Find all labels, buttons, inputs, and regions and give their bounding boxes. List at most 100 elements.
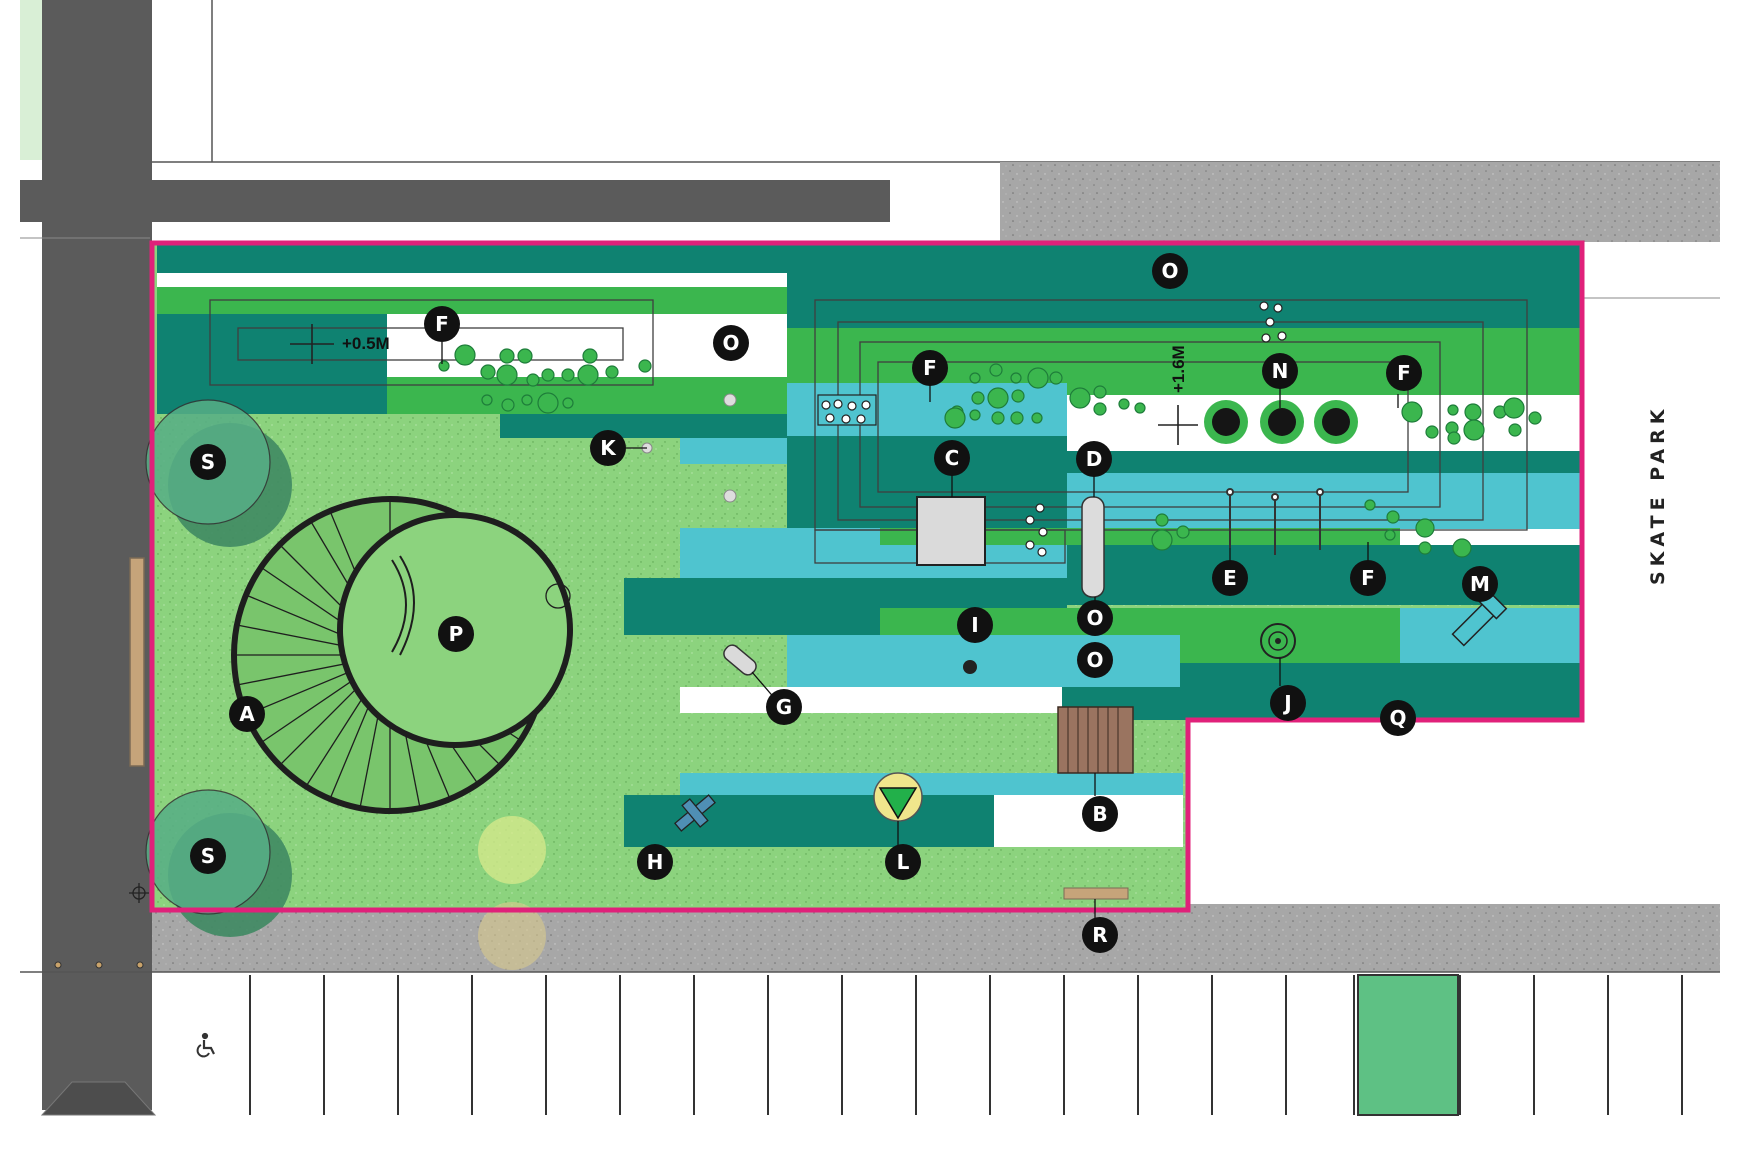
road-vertical [42,0,152,1110]
elevation-marker-low [290,324,334,364]
callout-s-south: S [190,838,226,874]
svg-text:M: M [1470,572,1490,596]
elevation-marker-high [1158,405,1198,445]
swing-l-icon [873,772,923,822]
small-trees-row [1204,400,1358,444]
band-dark-teal-mid-2 [1067,451,1582,473]
svg-text:D: D [1086,447,1103,471]
callout-e: E [1212,560,1248,596]
callout-s-north: S [190,444,226,480]
callout-b: B [1082,796,1118,832]
surroundings: SKATE PARK [20,0,1720,1116]
svg-text:C: C [945,446,960,470]
svg-text:J: J [1282,691,1291,715]
svg-text:F: F [923,356,937,380]
sidewalk-south [152,904,1720,972]
band-green-ne-2 [1067,383,1582,395]
callout-o-teal: O [1077,642,1113,678]
park-site: +0.5M +1.6M [145,240,1585,970]
svg-text:K: K [600,436,617,460]
svg-text:I: I [971,613,978,637]
callout-a: A [229,696,265,732]
shrub-cluster-east [1401,397,1542,445]
spring-rider-g-icon [723,644,757,676]
slide-d [1081,496,1105,598]
band-light-teal-s [680,773,1183,795]
svg-text:Q: Q [1389,706,1406,730]
callouts: O F O F N F K S C D E F M O I O P A G J … [190,253,1498,953]
callout-k: K [590,430,626,466]
svg-text:B: B [1092,802,1107,826]
shrub-cluster-ne [944,363,1146,429]
svg-text:R: R [1092,923,1107,947]
seesaw-h-icon [674,794,716,832]
rock-cluster-icon [817,301,1287,557]
svg-text:L: L [897,850,910,874]
band-dark-teal-j [1180,663,1582,720]
spinner-j-icon [1260,623,1296,659]
lamp-icon [129,883,149,903]
svg-text:F: F [1361,566,1375,590]
shrub-cluster-nw [438,344,652,414]
svg-text:E: E [1223,566,1237,590]
svg-text:G: G [776,695,792,719]
callout-g: G [766,689,802,725]
svg-text:A: A [239,702,255,726]
feature-i-icon [963,660,977,674]
callout-h: H [637,844,673,880]
svg-text:H: H [647,850,664,874]
svg-text:O: O [1086,648,1103,672]
band-dark-teal-top [157,243,1582,273]
svg-text:F: F [1397,361,1411,385]
callout-o-top: O [1152,253,1188,289]
bollard-icons [54,961,144,969]
callout-n: N [1262,353,1298,389]
svg-text:S: S [201,450,215,474]
callout-r: R [1082,917,1118,953]
svg-text:N: N [1272,359,1289,383]
band-light-teal-i [787,635,1180,687]
band-light-teal-k [680,438,787,464]
svg-text:O: O [1086,606,1103,630]
svg-text:S: S [201,844,215,868]
parking-lot [249,975,1683,1115]
svg-text:F: F [435,312,449,336]
callout-f-mid: F [912,350,948,386]
band-white-top [157,273,787,287]
callout-f-south: F [1350,560,1386,596]
bench-r [1063,887,1129,900]
band-white-mid [1400,529,1582,545]
parking-green-stall [1357,974,1459,1116]
svg-text:O: O [1161,259,1178,283]
callout-o-nw: O [713,325,749,361]
band-green-c [880,528,1400,545]
deck-b [1057,706,1134,774]
pale-shrubs [478,816,546,970]
elevation-low-label: +0.5M [342,334,390,353]
callout-p: P [438,616,474,652]
light-bollard [723,393,737,407]
bench-west-edge [129,557,145,767]
callout-q: Q [1380,700,1416,736]
lamp-posts-e [1226,488,1324,555]
callout-i: I [957,607,993,643]
sidewalk-north [1000,162,1720,242]
light-bollard-2 [723,489,737,503]
shrub-cluster-south [1151,499,1472,558]
wheelchair-icon [196,1032,215,1058]
svg-text:O: O [722,331,739,355]
callout-d: D [1076,441,1112,477]
band-white-g [680,687,1062,713]
callout-l: L [885,844,921,880]
road-horizontal [20,180,890,222]
band-dark-teal-e [1067,545,1582,605]
callout-f-nw: F [424,306,460,342]
skate-park-label: SKATE PARK [1647,405,1669,585]
callout-o-slide: O [1077,600,1113,636]
svg-text:P: P [449,622,464,646]
pavilion-c [916,496,986,566]
callout-m: M [1462,566,1498,602]
callout-f-east: F [1386,355,1422,391]
elevation-high-label: +1.6M [1169,345,1188,393]
site-boundary [149,240,1585,913]
